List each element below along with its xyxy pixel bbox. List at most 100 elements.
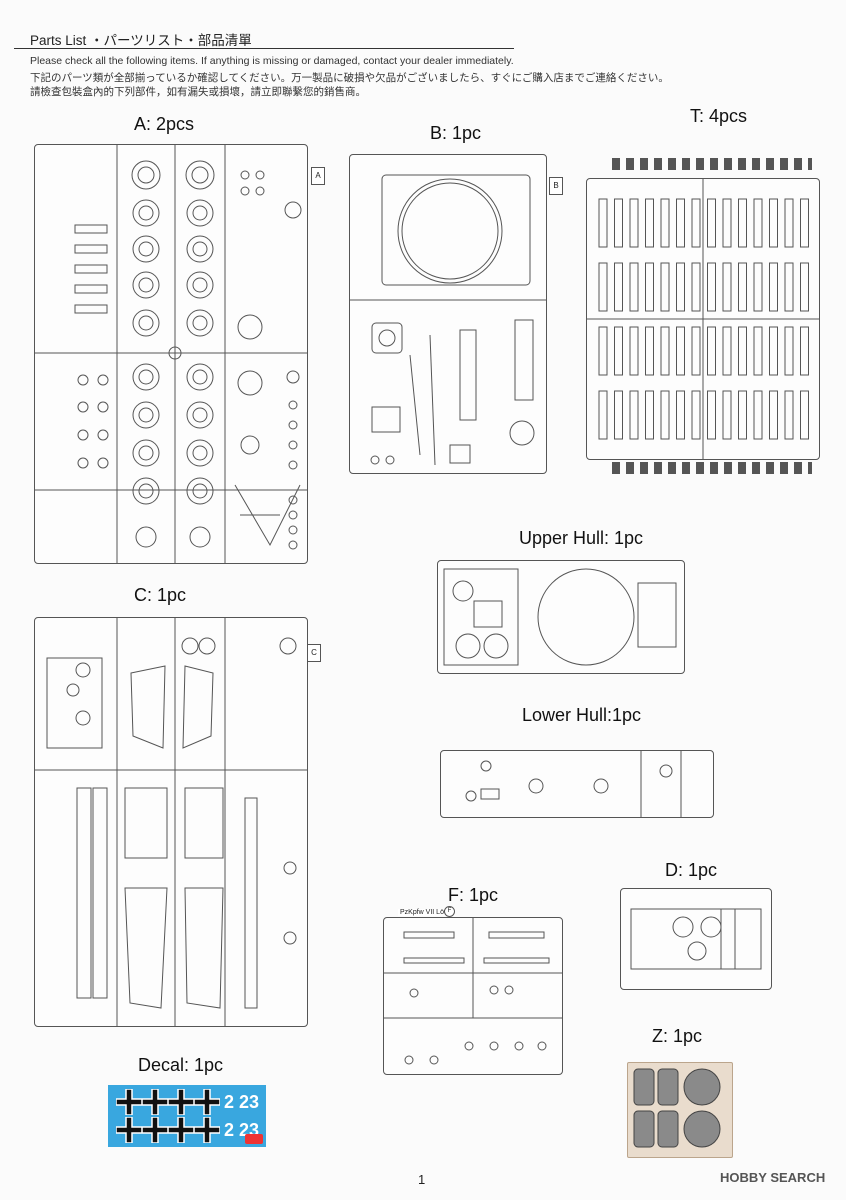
track-link (722, 198, 732, 248)
track-link (800, 390, 809, 440)
page-number: 1 (418, 1172, 426, 1187)
label-part-c: C: 1pc (134, 585, 187, 605)
sprue-t-drawing (586, 178, 820, 460)
track-link (722, 390, 732, 440)
track-link (722, 326, 732, 376)
track-link (753, 262, 763, 312)
track-link (598, 198, 608, 248)
track-link (738, 262, 747, 312)
upper-hull-drawing (437, 560, 685, 674)
track-link (707, 262, 716, 312)
sprue-tag-c: C (307, 644, 321, 662)
track-link (691, 326, 701, 376)
track-link (645, 390, 654, 440)
track-link (800, 326, 809, 376)
track-link (645, 262, 654, 312)
label-part-b: B: 1pc (430, 123, 482, 143)
track-link (769, 390, 778, 440)
label-part-f: F: 1pc (448, 885, 499, 905)
track-link (660, 262, 670, 312)
sprue-a-drawing: A (34, 144, 325, 564)
label-part-d: D: 1pc (665, 860, 718, 880)
track-link (676, 326, 685, 376)
label-part-a: A: 2pcs (134, 114, 195, 134)
decal-number-top: 2 23 (224, 1092, 260, 1112)
label-part-z: Z: 1pc (652, 1026, 703, 1046)
watermark-text: HOBBY SEARCH (720, 1170, 826, 1185)
header-divider (14, 48, 514, 49)
sprue-f-drawing: PzKpfw VII Löwe F (383, 906, 563, 1075)
track-link (614, 198, 623, 248)
sprue-f-title: PzKpfw VII Löwe (398, 909, 455, 916)
track-link (676, 262, 685, 312)
track-link (598, 390, 608, 440)
decal-sheet: 2 23 2 23 (108, 1085, 266, 1147)
track-link (629, 262, 639, 312)
track-links-bottom (612, 462, 812, 474)
track-link (645, 326, 654, 376)
track-link (800, 198, 809, 248)
balkenkreuz-icon (142, 1117, 168, 1143)
balkenkreuz-icon (168, 1117, 194, 1143)
balkenkreuz-icon (116, 1089, 142, 1115)
track-link (645, 198, 654, 248)
track-link (769, 326, 778, 376)
track-link (722, 262, 732, 312)
balkenkreuz-icon (194, 1089, 220, 1115)
track-link (753, 198, 763, 248)
track-link (784, 262, 794, 312)
track-link (769, 198, 778, 248)
track-link (660, 198, 670, 248)
sprue-c-drawing: C (34, 617, 321, 1027)
brand-logo-icon (245, 1134, 263, 1144)
track-link (676, 390, 685, 440)
track-link (691, 390, 701, 440)
track-link (660, 326, 670, 376)
track-links-top (612, 158, 812, 170)
label-decal: Decal: 1pc (138, 1055, 224, 1075)
notice-japanese: 下記のパーツ類が全部揃っているか確認してください。万一製品に破損や欠品がございま… (30, 72, 669, 84)
track-link (707, 390, 716, 440)
sprue-tag-b: B (549, 177, 563, 195)
lower-hull-drawing (440, 750, 714, 818)
notice-chinese: 請檢查包裝盒內的下列部件，如有漏失或損壞，請立即聯繫您的銷售商。 (30, 86, 366, 98)
sprue-tag-f: F (444, 906, 455, 917)
track-link (707, 326, 716, 376)
track-link (784, 326, 794, 376)
track-link (738, 390, 747, 440)
track-link (614, 390, 623, 440)
sprue-b-drawing: B (349, 154, 563, 474)
track-link (753, 390, 763, 440)
balkenkreuz-icon (142, 1089, 168, 1115)
balkenkreuz-icon (194, 1117, 220, 1143)
track-link (753, 326, 763, 376)
label-upper-hull: Upper Hull: 1pc (519, 528, 644, 548)
track-link (769, 262, 778, 312)
track-link (691, 262, 701, 312)
balkenkreuz-icon (116, 1117, 142, 1143)
sprue-tag-a: A (311, 167, 325, 185)
page-title: Parts List ・パーツリスト・部品清單 (30, 33, 252, 48)
track-link (738, 198, 747, 248)
track-link (784, 198, 794, 248)
track-link (800, 262, 809, 312)
track-link (598, 326, 608, 376)
photo-etch-sheet (627, 1062, 733, 1158)
label-part-t: T: 4pcs (690, 106, 748, 126)
notice-english: Please check all the following items. If… (30, 55, 514, 67)
track-link (707, 198, 716, 248)
track-link (676, 198, 685, 248)
track-link (629, 198, 639, 248)
track-link (629, 326, 639, 376)
track-link (660, 390, 670, 440)
track-link (691, 198, 701, 248)
balkenkreuz-icon (168, 1089, 194, 1115)
track-link (629, 390, 639, 440)
track-link (738, 326, 747, 376)
part-d-drawing (620, 888, 772, 990)
track-link (598, 262, 608, 312)
track-link (614, 326, 623, 376)
label-lower-hull: Lower Hull:1pc (522, 705, 642, 725)
track-link (614, 262, 623, 312)
track-link (784, 390, 794, 440)
